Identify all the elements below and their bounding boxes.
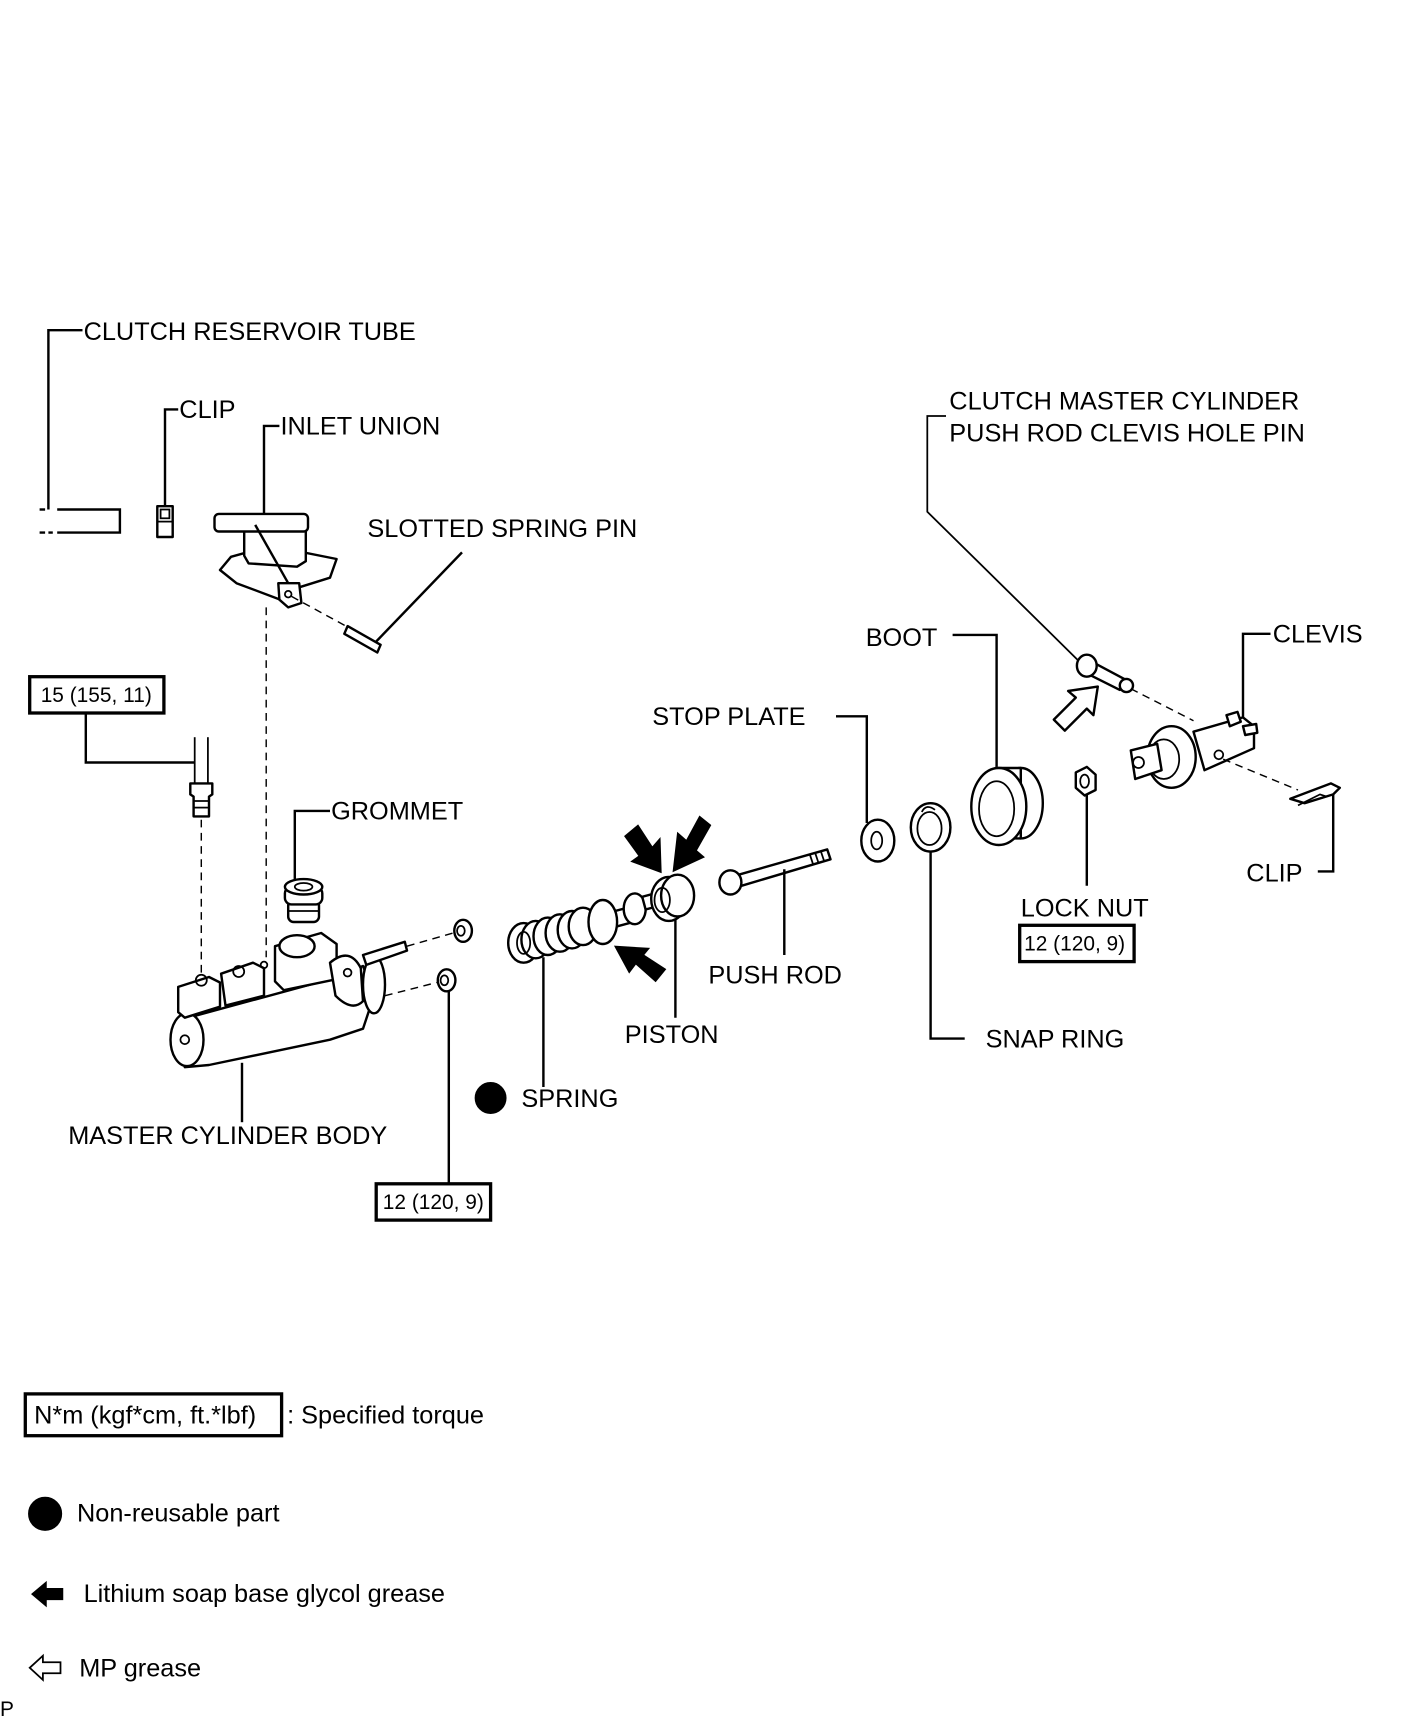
label-clevis-hole-pin-line1: CLUTCH MASTER CYLINDER	[949, 387, 1299, 415]
legend-mp-grease: MP grease	[28, 1653, 201, 1683]
piston-group: PISTON	[587, 815, 719, 1049]
tube-fitting-part	[189, 782, 214, 818]
push-rod-group: PUSH ROD	[708, 848, 842, 990]
lock-nut-group: LOCK NUT 12 (120, 9)	[1018, 765, 1149, 964]
reservoir-tube-part	[39, 508, 122, 534]
torque-box-tube-fitting	[28, 675, 166, 715]
inlet-union-part	[213, 512, 338, 609]
legend-non-reusable-text: Non-reusable part	[77, 1500, 280, 1528]
legend-torque-box	[23, 1392, 284, 1438]
solid-arrow-left-icon	[31, 1580, 64, 1608]
piston-part	[587, 873, 696, 946]
mounting-nut-upper	[453, 918, 474, 944]
snap-ring-group: SNAP RING	[909, 801, 1125, 1053]
clutch-reservoir-tube-group: CLUTCH RESERVOIR TUBE	[39, 318, 416, 534]
label-grommet: GROMMET	[331, 798, 463, 826]
torque-value-mounting-nut: 12 (120, 9)	[383, 1191, 484, 1214]
grease-arrow-piston-1	[624, 824, 662, 874]
label-lock-nut: LOCK NUT	[1021, 895, 1149, 923]
label-boot: BOOT	[866, 624, 938, 652]
master-cylinder-body-group: MASTER CYLINDER BODY	[68, 931, 409, 1150]
torque-value-tube-fitting: 15 (155, 11)	[41, 684, 152, 707]
label-clutch-reservoir-tube: CLUTCH RESERVOIR TUBE	[84, 318, 416, 346]
clevis-group: CLEVIS	[1129, 621, 1363, 791]
clevis-part	[1129, 710, 1259, 790]
spring-part	[506, 906, 599, 964]
mounting-nut-lower	[436, 968, 457, 993]
inlet-union-group: INLET UNION	[213, 413, 440, 609]
label-push-rod: PUSH ROD	[708, 962, 842, 990]
legend-non-reusable: Non-reusable part	[28, 1496, 280, 1531]
label-clevis-hole-pin-line2: PUSH ROD CLEVIS HOLE PIN	[949, 419, 1305, 447]
clevis-hole-pin-part	[1075, 653, 1135, 694]
legend-torque: N*m (kgf*cm, ft.*lbf) : Specified torque	[23, 1392, 484, 1438]
label-clip-lower: CLIP	[1246, 859, 1302, 887]
legend-torque-desc: : Specified torque	[287, 1402, 484, 1430]
clip-upper-group: CLIP	[156, 396, 236, 539]
label-stop-plate: STOP PLATE	[652, 703, 805, 731]
mp-grease-arrow-pin	[1052, 685, 1100, 732]
corner-mark: P	[0, 1698, 14, 1721]
lock-nut-part	[1074, 765, 1097, 797]
non-reusable-icon	[28, 1496, 63, 1531]
label-inlet-union: INLET UNION	[280, 413, 440, 441]
label-piston: PISTON	[625, 1021, 719, 1049]
legend-lithium-grease-text: Lithium soap base glycol grease	[84, 1580, 445, 1608]
legend-lithium-grease: Lithium soap base glycol grease	[31, 1580, 445, 1608]
master-cylinder-body-part	[169, 931, 409, 1069]
torque-value-lock-nut: 12 (120, 9)	[1024, 933, 1125, 956]
legend: N*m (kgf*cm, ft.*lbf) : Specified torque…	[23, 1392, 484, 1683]
torque-box-lock-nut	[1018, 923, 1136, 964]
grommet-group: GROMMET	[283, 798, 463, 924]
boot-group: BOOT	[866, 624, 1045, 847]
slotted-spring-pin-group: SLOTTED SPRING PIN	[291, 515, 637, 654]
label-slotted-spring-pin: SLOTTED SPRING PIN	[367, 515, 637, 543]
spring-pin-part	[343, 624, 382, 654]
clip-lower-group: CLIP	[1246, 782, 1342, 887]
non-reusable-mark-spring	[474, 1082, 507, 1114]
stop-plate-part	[860, 818, 896, 863]
clevis-hole-pin-group: CLUTCH MASTER CYLINDER PUSH ROD CLEVIS H…	[926, 387, 1305, 732]
outline-arrow-left-icon	[28, 1653, 62, 1682]
clip-lower-part	[1289, 782, 1342, 807]
snap-ring-part	[909, 801, 952, 853]
grease-arrow-piston-3	[613, 945, 667, 983]
tube-fitting-group: 15 (155, 11)	[28, 675, 214, 977]
boot-part	[970, 766, 1045, 847]
label-clevis: CLEVIS	[1273, 621, 1363, 649]
torque-box-mounting-nut	[374, 1182, 493, 1222]
label-snap-ring: SNAP RING	[986, 1025, 1125, 1053]
stop-plate-group: STOP PLATE	[652, 703, 896, 863]
grease-arrow-piston-2	[672, 815, 712, 873]
mounting-nuts-group: 12 (120, 9)	[374, 918, 493, 1222]
legend-mp-grease-text: MP grease	[79, 1655, 201, 1683]
spring-group: SPRING	[474, 906, 618, 1114]
label-spring: SPRING	[521, 1085, 618, 1113]
label-clip-upper: CLIP	[179, 396, 235, 424]
legend-torque-unit: N*m (kgf*cm, ft.*lbf)	[34, 1402, 256, 1430]
grommet-part	[283, 877, 324, 924]
push-rod-part	[718, 848, 832, 896]
label-master-cylinder-body: MASTER CYLINDER BODY	[68, 1122, 387, 1150]
